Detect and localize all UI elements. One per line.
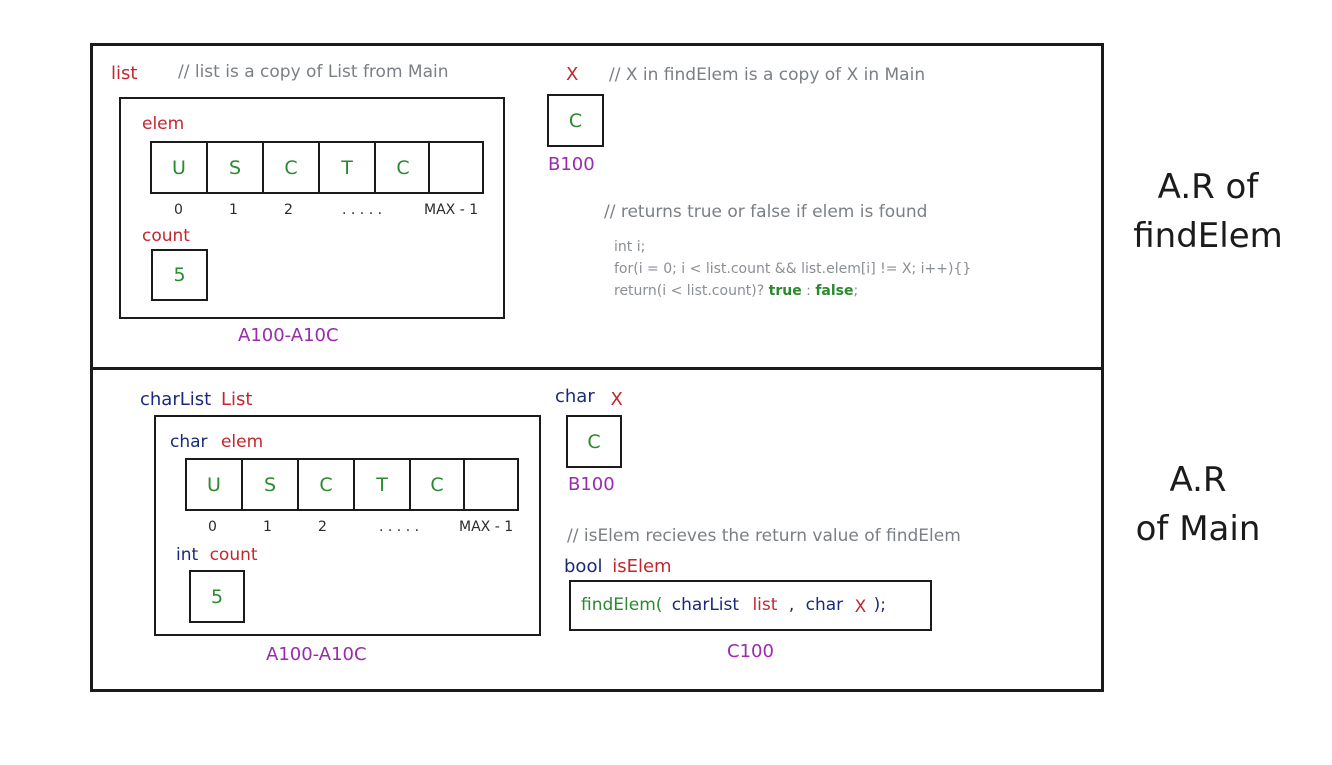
elem-cell-0: U <box>150 141 208 194</box>
call-arg2-name: X <box>854 597 867 617</box>
elem-cell-3: T <box>318 141 376 194</box>
index-label-2: 2 <box>284 202 293 218</box>
main-index-label-max: MAX - 1 <box>459 519 514 535</box>
charlist-declaration: charList List <box>140 389 252 410</box>
main-title-line-2: of Main <box>1135 509 1261 549</box>
code-true-keyword: true <box>768 283 802 299</box>
findelem-call-expression: findElem( charList list , char X ); <box>581 595 887 617</box>
iselem-address: C100 <box>727 641 774 662</box>
count-cell: 5 <box>151 249 208 301</box>
code-ternary-sep: : <box>801 283 816 299</box>
iselem-type: bool <box>564 556 603 577</box>
iselem-cell <box>569 580 932 631</box>
main-x-cell: C <box>566 415 622 468</box>
index-label-max: MAX - 1 <box>424 202 479 218</box>
elem-cell-5 <box>428 141 484 194</box>
main-elem-field-name: elem <box>220 432 264 452</box>
findelem-section-title: A.R of findElem <box>1128 163 1288 261</box>
x-type: char <box>555 386 595 407</box>
x-address: B100 <box>548 154 595 175</box>
iselem-name: isElem <box>612 556 672 577</box>
main-index-label-0: 0 <box>208 519 217 535</box>
list-var-name: List <box>220 389 253 410</box>
main-elem-cell-4: C <box>409 458 465 511</box>
code-false-keyword: false <box>815 283 854 299</box>
call-fn-name: findElem( <box>581 595 663 615</box>
elem-cell-1: S <box>206 141 264 194</box>
list-copy-comment: // list is a copy of List from Main <box>178 62 449 82</box>
findelem-title-line-1: A.R of <box>1157 167 1259 207</box>
main-elem-cell-2: C <box>297 458 355 511</box>
main-list-address: A100-A10C <box>266 644 367 665</box>
count-type: int <box>176 545 199 565</box>
call-arg1-type: charList <box>671 595 740 615</box>
main-activation-record <box>90 367 1104 692</box>
count-field-name: count <box>142 226 190 246</box>
elem-declaration: char elem <box>170 432 263 452</box>
code-return-prefix: return(i < list.count)? <box>614 283 769 299</box>
code-line-2: for(i = 0; i < list.count && list.elem[i… <box>614 261 972 277</box>
code-line-end: ; <box>853 283 859 299</box>
main-count-field-name: count <box>209 545 258 565</box>
main-elem-cell-5 <box>463 458 519 511</box>
elem-field-name: elem <box>142 114 185 134</box>
main-section-title: A.R of Main <box>1118 456 1278 554</box>
elem-cell-2: C <box>262 141 320 194</box>
x-cell: C <box>547 94 604 147</box>
code-line-3: return(i < list.count)? true : false; <box>614 280 971 302</box>
findelem-title-line-2: findElem <box>1133 216 1283 256</box>
returns-comment: // returns true or false if elem is foun… <box>604 202 928 222</box>
elem-type: char <box>170 432 208 452</box>
main-elem-cell-0: U <box>185 458 243 511</box>
main-index-label-2: 2 <box>318 519 327 535</box>
x-param-name: X <box>566 64 579 85</box>
x-copy-comment: // X in findElem is a copy of X in Main <box>609 65 926 85</box>
index-label-0: 0 <box>174 202 183 218</box>
main-x-name: X <box>610 389 623 410</box>
charlist-type: charList <box>140 389 212 410</box>
call-arg2-type: char <box>805 595 844 615</box>
main-elem-cell-3: T <box>353 458 411 511</box>
iselem-declaration: bool isElem <box>564 556 672 577</box>
main-title-line-1: A.R <box>1169 460 1227 500</box>
main-elem-cell-1: S <box>241 458 299 511</box>
x-declaration: char X <box>555 386 623 410</box>
call-arg1-name: list <box>752 595 778 615</box>
main-x-address: B100 <box>568 474 615 495</box>
list-param-name: list <box>111 63 138 84</box>
main-index-label-1: 1 <box>263 519 272 535</box>
list-address: A100-A10C <box>238 325 339 346</box>
call-end: ); <box>873 595 887 615</box>
count-declaration: int count <box>176 545 258 565</box>
main-count-cell: 5 <box>189 570 245 623</box>
iselem-comment: // isElem recieves the return value of f… <box>567 526 961 546</box>
call-comma: , <box>788 595 795 615</box>
elem-cell-4: C <box>374 141 432 194</box>
code-block: int i; for(i = 0; i < list.count && list… <box>614 236 971 302</box>
main-index-label-ellipsis: . . . . . <box>379 519 420 535</box>
code-line-1: int i; <box>614 239 646 255</box>
index-label-ellipsis: . . . . . <box>342 202 383 218</box>
index-label-1: 1 <box>229 202 238 218</box>
